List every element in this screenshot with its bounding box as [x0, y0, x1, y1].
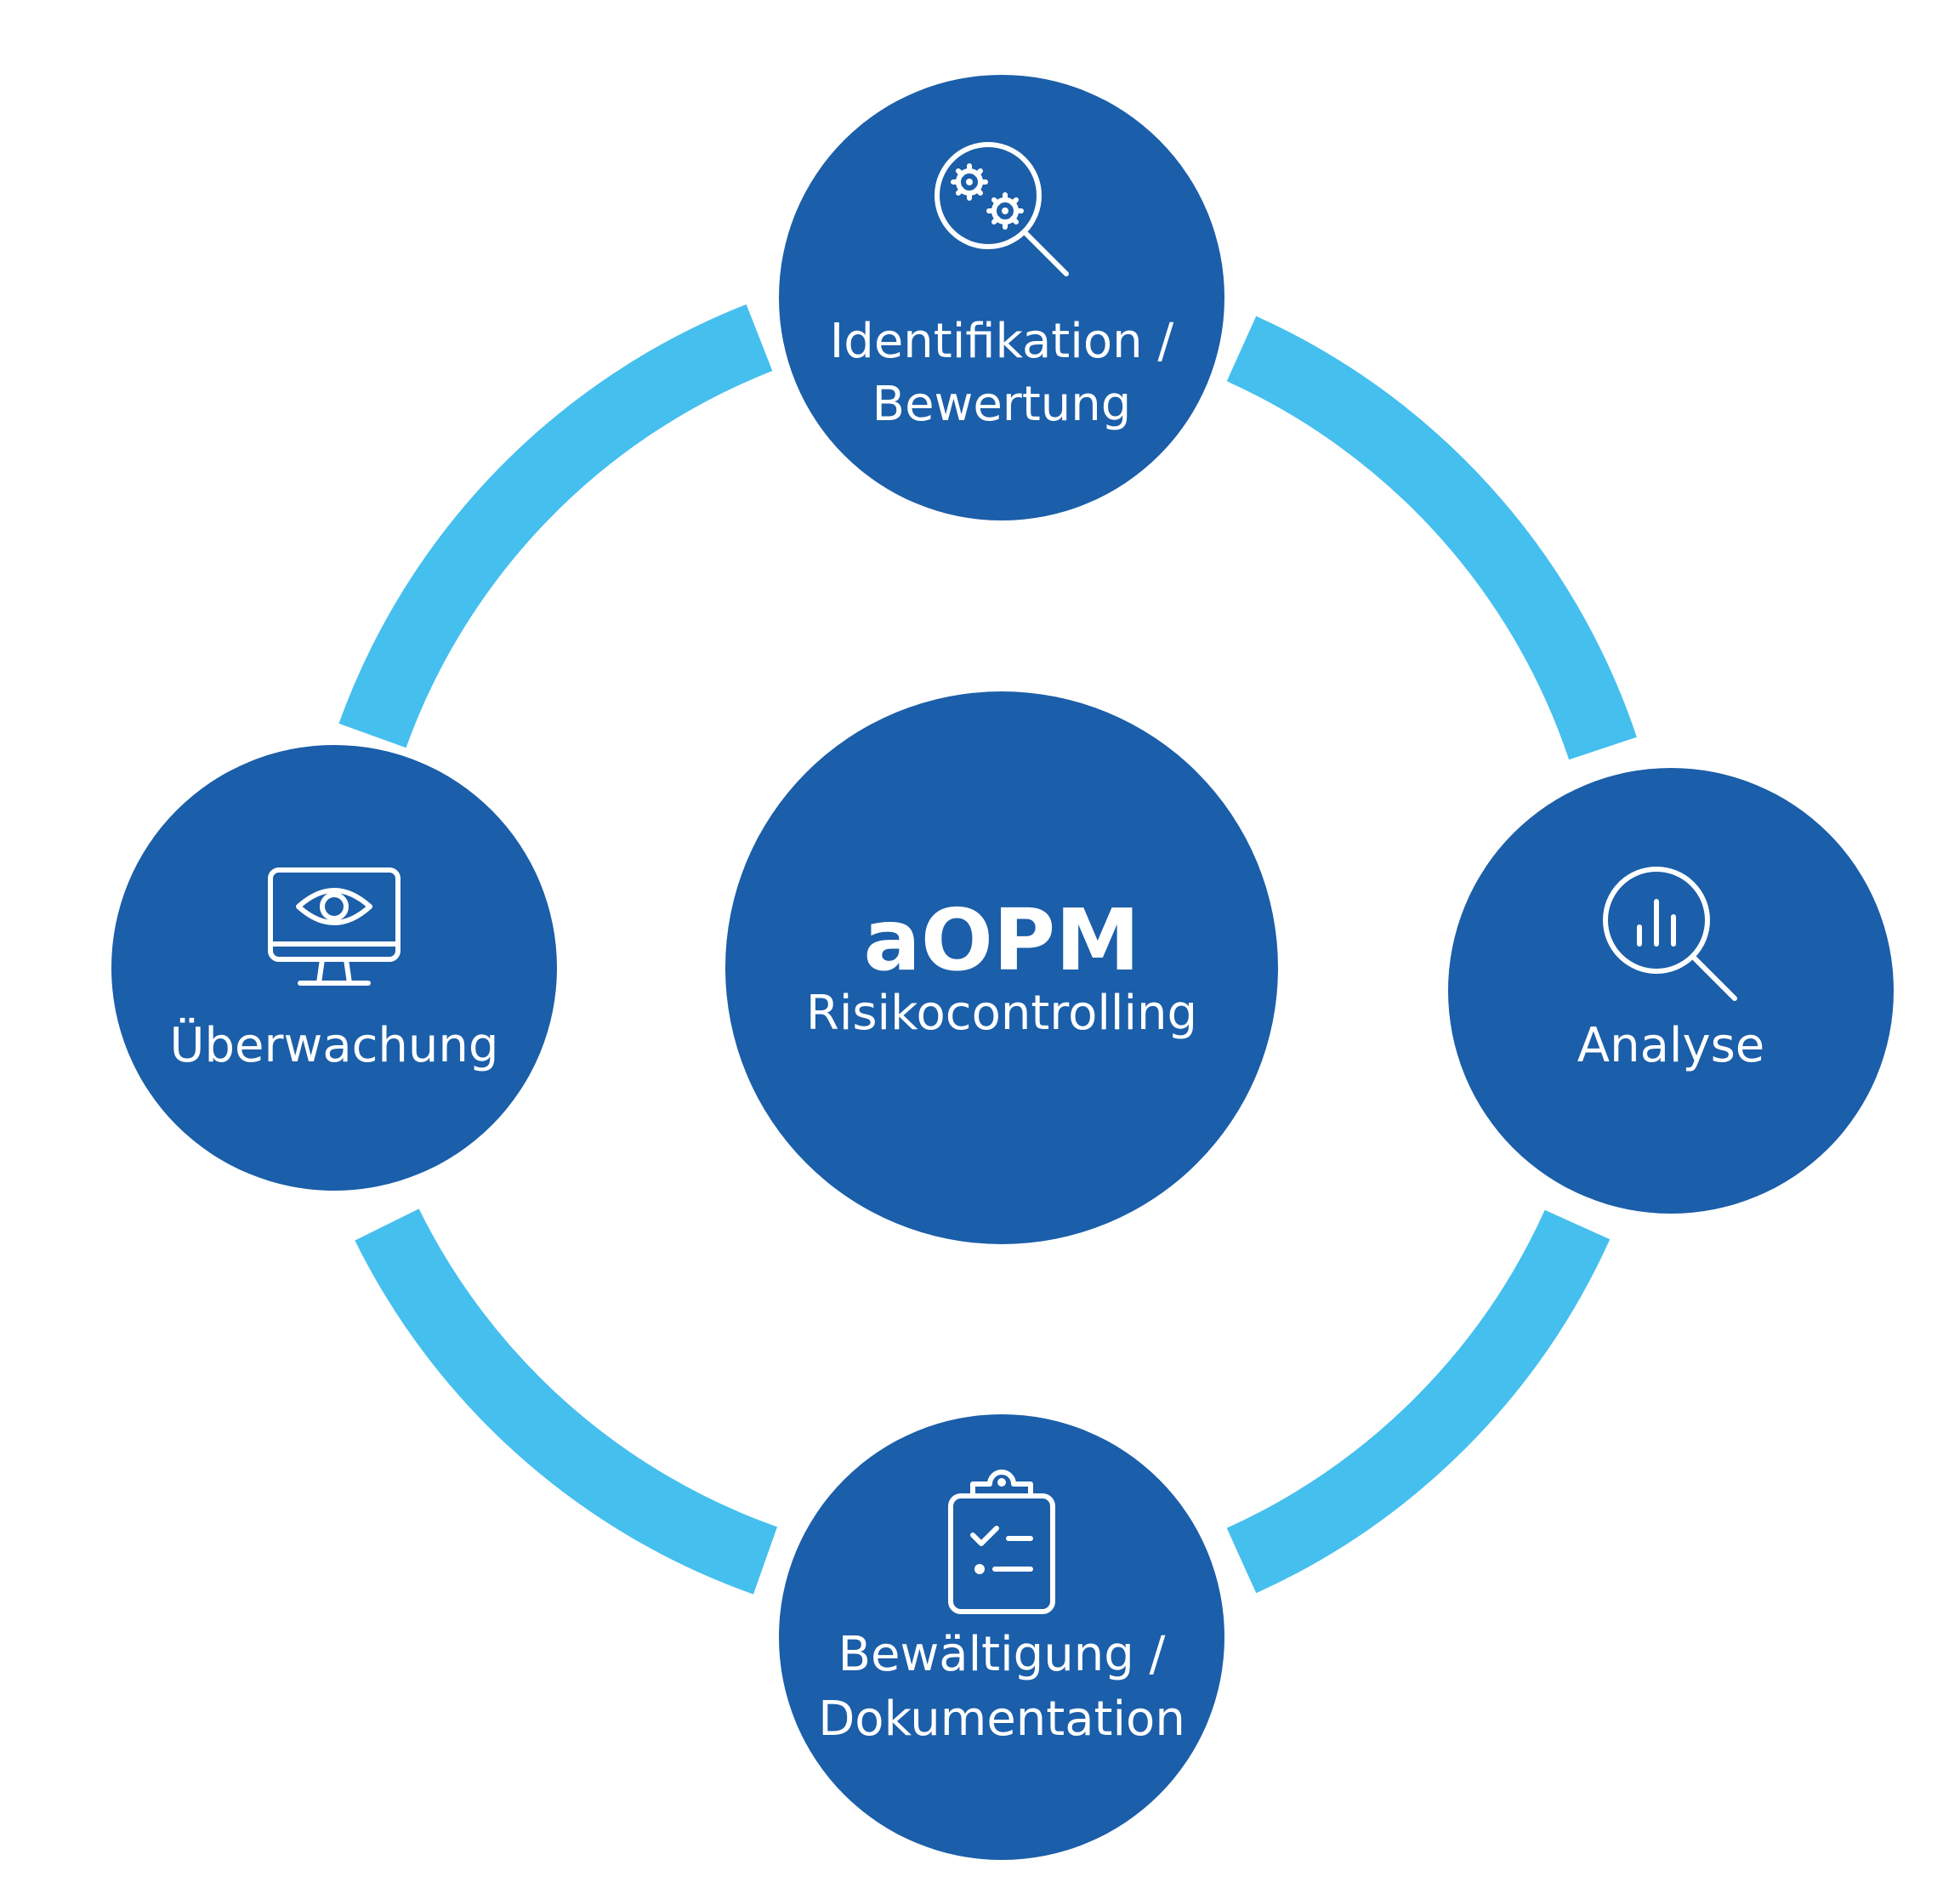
node-label-left: Überwachung: [170, 1018, 499, 1073]
node-label-bottom-line1: Bewältigung /: [838, 1627, 1166, 1682]
center-node: aOPM Risikocontrolling: [725, 691, 1278, 1244]
node-label-right: Analyse: [1577, 1018, 1764, 1073]
node-label-top-line2: Bewertung: [872, 377, 1132, 432]
ring-arc-top-right: [1226, 316, 1637, 760]
ring-arc-bottom-left: [355, 1208, 778, 1595]
gears-magnifier-icon: [935, 142, 1069, 276]
node-circle-bottom: [779, 1414, 1224, 1860]
node-label-top-line1: Identifikation /: [830, 314, 1174, 369]
node-circle-top: [779, 75, 1224, 520]
monitor-eye-icon: [268, 867, 401, 986]
ring-arc-left-top: [338, 304, 773, 748]
cycle-ring: [338, 304, 1637, 1595]
node-circle-left: [111, 745, 557, 1191]
node-circle-right: [1448, 768, 1894, 1214]
center-circle: [725, 691, 1278, 1244]
clipboard-checklist-icon: [948, 1470, 1055, 1614]
node-analyse: Analyse: [1448, 768, 1894, 1214]
node-bewaeltigung: Bewältigung / Dokumentation: [779, 1414, 1224, 1860]
node-ueberwachung: Überwachung: [111, 745, 557, 1191]
node-label-bottom-line2: Dokumentation: [818, 1692, 1185, 1747]
node-identifikation: Identifikation / Bewertung: [779, 75, 1224, 520]
ring-arc-right-bottom: [1226, 1209, 1611, 1594]
center-subtitle: Risikocontrolling: [806, 986, 1197, 1041]
center-title: aOPM: [863, 890, 1139, 990]
chart-magnifier-icon: [1603, 867, 1737, 1001]
